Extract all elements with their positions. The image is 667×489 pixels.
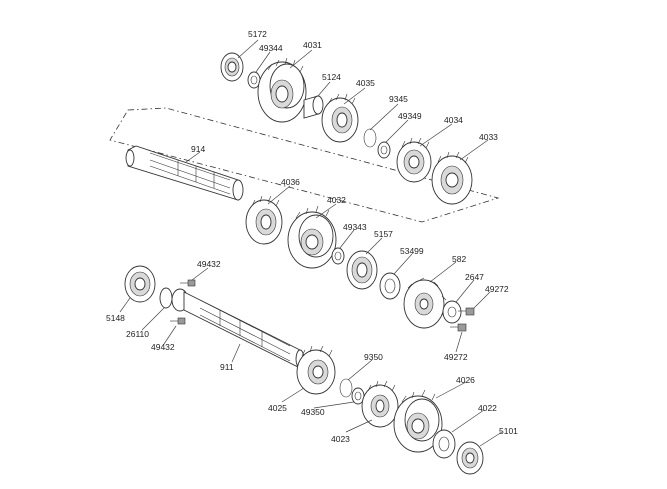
- part-4025-gear[interactable]: [296, 345, 336, 395]
- label-5148: 5148: [106, 313, 125, 323]
- part-49432-bolt-upper[interactable]: [180, 279, 196, 287]
- label-4034: 4034: [444, 115, 463, 125]
- label-4032: 4032: [327, 195, 346, 205]
- label-4035: 4035: [356, 78, 375, 88]
- label-49343: 49343: [343, 222, 367, 232]
- label-4031: 4031: [303, 40, 322, 50]
- part-5172-bearing[interactable]: [220, 52, 244, 82]
- part-4033-gear[interactable]: [431, 151, 473, 205]
- part-4023-gear[interactable]: [361, 380, 399, 428]
- part-49349-washer[interactable]: [377, 141, 391, 159]
- part-5157-bearing[interactable]: [346, 250, 378, 290]
- label-49272-a: 49272: [485, 284, 509, 294]
- part-5148-bearing[interactable]: [124, 265, 156, 303]
- part-4026-gear[interactable]: [393, 389, 443, 453]
- part-4035-gear[interactable]: [321, 93, 359, 143]
- part-26110-plate[interactable]: [159, 287, 173, 309]
- shaft-group-outline: [109, 107, 500, 223]
- label-4026: 4026: [456, 375, 475, 385]
- label-5124: 5124: [322, 72, 341, 82]
- label-49432-b: 49432: [151, 342, 175, 352]
- label-9345: 9345: [389, 94, 408, 104]
- part-4034-gear[interactable]: [396, 137, 432, 183]
- label-5157: 5157: [374, 229, 393, 239]
- label-5172: 5172: [248, 29, 267, 39]
- part-53499-seal[interactable]: [379, 272, 401, 300]
- label-911: 911: [220, 362, 234, 372]
- part-9345-circlip[interactable]: [363, 128, 377, 148]
- label-4023: 4023: [331, 434, 350, 444]
- label-49432-a: 49432: [197, 259, 221, 269]
- part-914-shaft[interactable]: [125, 145, 244, 201]
- label-49350: 49350: [301, 407, 325, 417]
- label-26110: 26110: [126, 329, 149, 339]
- label-4033: 4033: [479, 132, 498, 142]
- label-4025: 4025: [268, 403, 287, 413]
- label-4022: 4022: [478, 403, 497, 413]
- label-5101: 5101: [499, 426, 518, 436]
- part-5101-bearing[interactable]: [456, 441, 484, 475]
- part-2647-lockplate[interactable]: [442, 300, 462, 324]
- leader-lines: [119, 39, 503, 447]
- part-4032-gear[interactable]: [287, 205, 337, 269]
- part-49272-bolt-lower[interactable]: [450, 323, 467, 332]
- part-4022-washer[interactable]: [432, 429, 456, 459]
- part-49343-washer[interactable]: [331, 247, 345, 265]
- label-53499: 53499: [400, 246, 424, 256]
- part-49272-bolt-upper[interactable]: [458, 307, 475, 316]
- part-4036-gear[interactable]: [245, 195, 283, 245]
- label-914: 914: [191, 144, 205, 154]
- part-9350-circlip[interactable]: [339, 378, 353, 398]
- label-49344: 49344: [259, 43, 283, 53]
- label-49349: 49349: [398, 111, 422, 121]
- label-49272-b: 49272: [444, 352, 468, 362]
- label-582: 582: [452, 254, 466, 264]
- part-5124-bushing[interactable]: [303, 95, 324, 119]
- part-49432-bolt-lower[interactable]: [170, 317, 186, 325]
- part-4031-gear[interactable]: [257, 57, 307, 123]
- label-9350: 9350: [364, 352, 383, 362]
- part-582-sprocket[interactable]: [403, 277, 447, 329]
- label-4036: 4036: [281, 177, 300, 187]
- part-911-shaft[interactable]: [171, 288, 305, 369]
- label-2647: 2647: [465, 272, 484, 282]
